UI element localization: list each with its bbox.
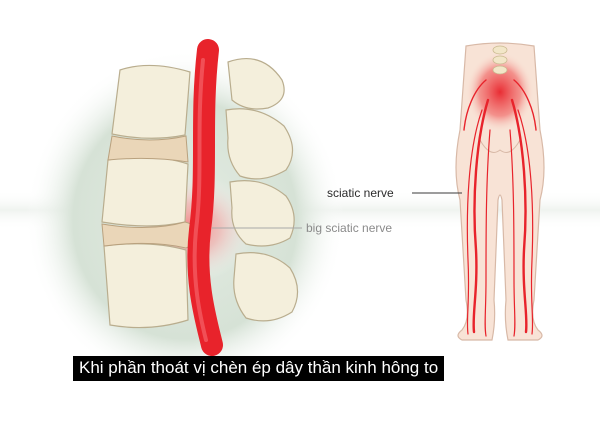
sciatic-nerve-left-leg — [472, 98, 490, 334]
process-lower-mid — [229, 180, 295, 247]
disc-upper — [107, 135, 189, 163]
gluteal-outline — [479, 139, 521, 153]
nerve-highlight — [192, 58, 208, 342]
vertebra-lower — [103, 243, 189, 329]
vertebra-upper — [111, 64, 191, 139]
sciatic-nerve-right-leg — [510, 98, 528, 334]
lower-back-glow — [466, 52, 534, 132]
big-sciatic-nerve-label: big sciatic nerve — [306, 221, 393, 235]
sciatic-nerve-label: sciatic nerve — [327, 186, 394, 200]
big-sciatic-nerve — [187, 39, 223, 356]
leg-sciatic-nerves — [463, 79, 537, 337]
spine-closeup — [25, 39, 345, 390]
process-top — [227, 58, 285, 110]
vertebral-bodies — [101, 64, 191, 329]
vertebra-middle — [101, 156, 189, 227]
subtitle-caption: Khi phần thoát vị chèn ép dây thần kinh … — [73, 356, 445, 381]
spine-column — [492, 45, 508, 75]
process-bottom — [233, 252, 299, 322]
process-upper-mid — [225, 108, 294, 180]
vertebral-processes — [225, 58, 299, 322]
body-back-view — [455, 42, 545, 341]
discs — [101, 135, 199, 249]
